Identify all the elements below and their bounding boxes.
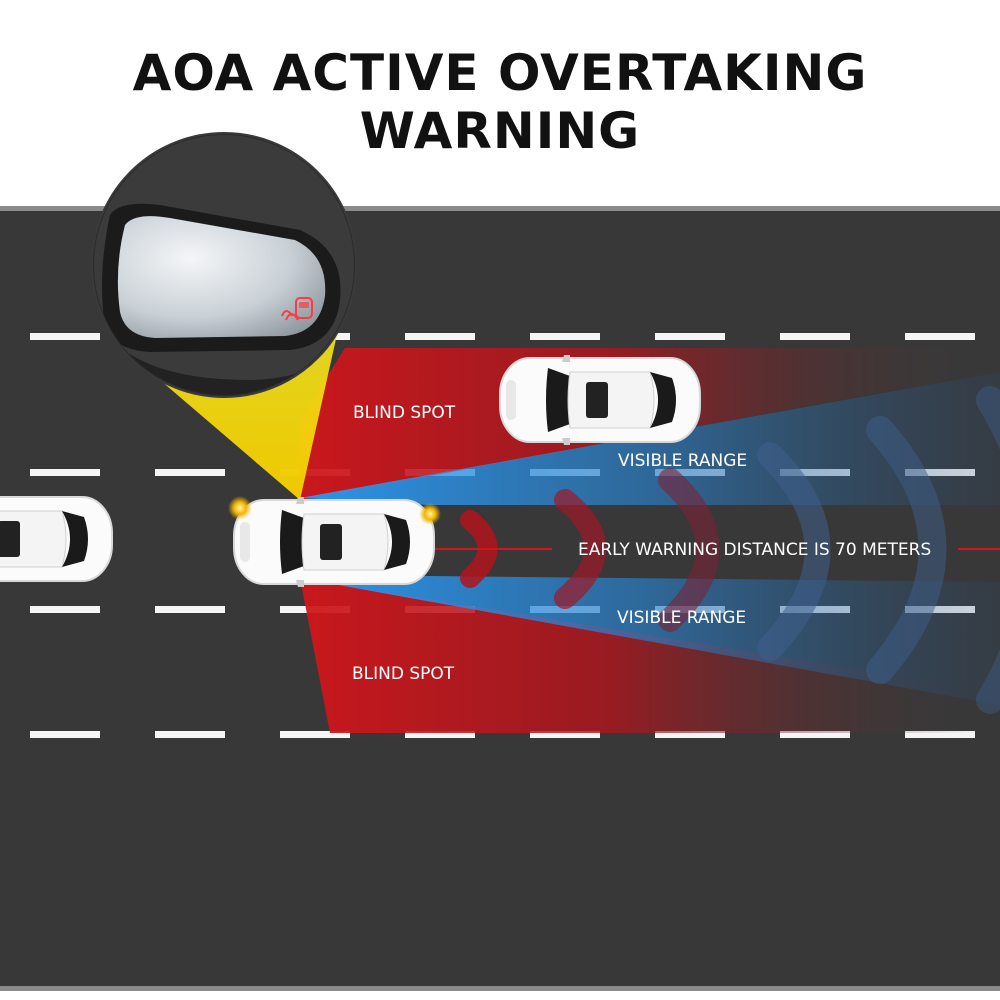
visible-range-label-bottom: VISIBLE RANGE — [617, 608, 747, 628]
side-mirror-icon — [91, 132, 357, 398]
car-left-lane-rear — [0, 493, 113, 585]
page-title: AOA ACTIVE OVERTAKING WARNING — [132, 44, 868, 160]
blind-spot-zone-bottom — [300, 578, 985, 733]
early-warning-label: EARLY WARNING DISTANCE IS 70 METERS — [578, 540, 932, 560]
warning-waves — [460, 386, 1000, 714]
blind-spot-label-bottom: BLIND SPOT — [352, 664, 455, 684]
road-bottom-edge — [0, 986, 1000, 991]
indicator-light-front — [228, 496, 252, 520]
car-warning-icon — [281, 297, 313, 321]
visible-range-label-top: VISIBLE RANGE — [618, 451, 748, 471]
road-top-edge — [0, 206, 1000, 211]
visible-range-zone-bottom — [300, 576, 1000, 705]
car-upper-lane — [499, 354, 701, 446]
car-ego — [233, 496, 435, 588]
indicator-light-rear — [419, 503, 441, 525]
blind-spot-label-top: BLIND SPOT — [353, 403, 456, 423]
